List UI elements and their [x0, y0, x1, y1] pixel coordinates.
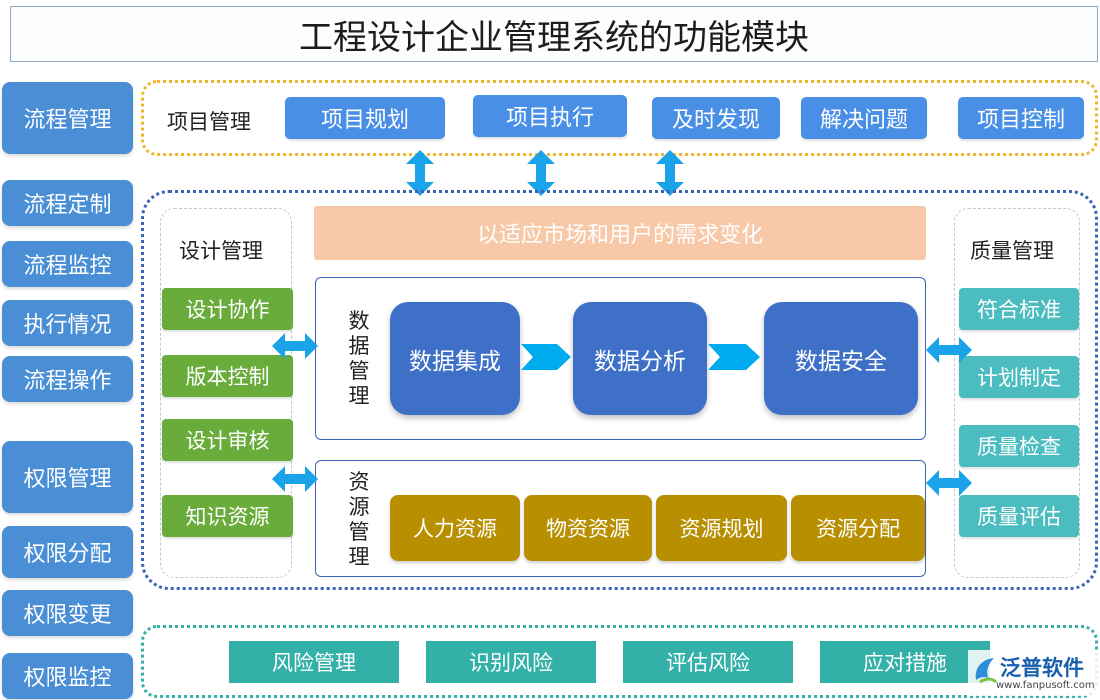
fanpu-logo-icon: [975, 658, 998, 684]
quality-label: 质量管理: [970, 239, 1054, 263]
design-item-version-control[interactable]: 版本控制: [162, 355, 293, 397]
project-item-planning[interactable]: 项目规划: [285, 97, 445, 139]
design-item-collaboration[interactable]: 设计协作: [162, 288, 293, 330]
page-title: 工程设计企业管理系统的功能模块: [10, 6, 1098, 62]
horizontal-double-arrow-icon: [926, 470, 972, 496]
resource-management-label: 资源管理: [348, 470, 370, 569]
risk-item-identify[interactable]: 识别风险: [426, 641, 596, 683]
project-item-solve[interactable]: 解决问题: [801, 97, 927, 139]
project-item-discover[interactable]: 及时发现: [652, 97, 780, 139]
chevron-right-arrow-icon: [708, 344, 760, 370]
risk-item-evaluate[interactable]: 评估风险: [623, 641, 793, 683]
horizontal-double-arrow-icon: [926, 337, 972, 363]
requirement-banner: 以适应市场和用户的需求变化: [314, 206, 926, 260]
design-item-knowledge[interactable]: 知识资源: [162, 495, 293, 537]
quality-item-planning[interactable]: 计划制定: [959, 356, 1079, 398]
resource-item-human[interactable]: 人力资源: [390, 495, 520, 561]
data-item-integration[interactable]: 数据集成: [390, 302, 520, 415]
vertical-double-arrow-icon: [656, 150, 684, 196]
data-item-security[interactable]: 数据安全: [764, 302, 918, 415]
left-item-process-operation[interactable]: 流程操作: [2, 356, 133, 402]
left-item-permission-monitor[interactable]: 权限监控: [2, 653, 133, 699]
main-frame: [141, 190, 1098, 590]
project-frame: [141, 80, 1098, 156]
left-item-permission-management[interactable]: 权限管理: [2, 441, 133, 513]
resource-item-material[interactable]: 物资资源: [524, 495, 652, 561]
data-management-label: 数据管理: [348, 309, 370, 408]
quality-item-standard[interactable]: 符合标准: [959, 288, 1079, 330]
project-item-control[interactable]: 项目控制: [958, 97, 1084, 139]
watermark-url: www.fanpusoft.com: [996, 680, 1095, 691]
design-item-review[interactable]: 设计审核: [162, 419, 293, 461]
watermark-brand: 泛普软件: [1000, 656, 1084, 680]
left-item-process-management[interactable]: 流程管理: [2, 82, 133, 154]
left-item-permission-assign[interactable]: 权限分配: [2, 526, 133, 578]
project-label: 项目管理: [167, 110, 251, 134]
left-item-process-custom[interactable]: 流程定制: [2, 180, 133, 226]
quality-item-evaluation[interactable]: 质量评估: [959, 495, 1079, 537]
left-item-permission-change[interactable]: 权限变更: [2, 590, 133, 636]
vertical-double-arrow-icon: [406, 150, 434, 196]
risk-item-response[interactable]: 应对措施: [820, 641, 990, 683]
vertical-double-arrow-icon: [527, 150, 555, 196]
left-item-process-monitor[interactable]: 流程监控: [2, 241, 133, 287]
chevron-right-arrow-icon: [521, 344, 571, 370]
quality-item-inspection[interactable]: 质量检查: [959, 425, 1079, 467]
watermark: 泛普软件 www.fanpusoft.com: [968, 650, 1098, 696]
risk-item-management[interactable]: 风险管理: [229, 641, 399, 683]
data-item-analysis[interactable]: 数据分析: [573, 302, 707, 415]
horizontal-double-arrow-icon: [272, 333, 318, 359]
left-item-execution-status[interactable]: 执行情况: [2, 300, 133, 346]
project-item-execution[interactable]: 项目执行: [473, 95, 627, 137]
quality-panel: [954, 208, 1080, 578]
horizontal-double-arrow-icon: [272, 466, 318, 492]
resource-item-allocation[interactable]: 资源分配: [791, 495, 925, 561]
resource-item-planning[interactable]: 资源规划: [656, 495, 787, 561]
design-label: 设计管理: [179, 239, 263, 263]
